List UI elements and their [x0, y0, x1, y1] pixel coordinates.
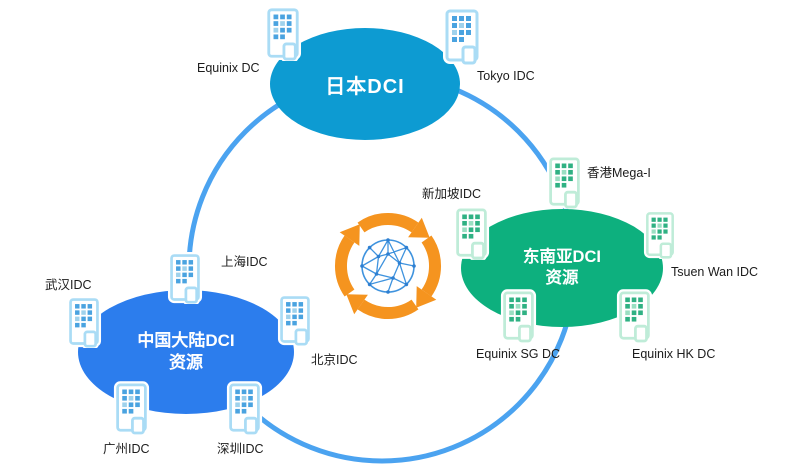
label-guangzhou-idc: 广州IDC: [103, 442, 150, 456]
cluster-sea-title-line1: 东南亚DCI: [523, 247, 601, 266]
label-wuhan-idc: 武汉IDC: [45, 278, 92, 292]
building-icon-tsuen-wan-idc: [643, 210, 677, 259]
center-interconnect-icon: [335, 213, 441, 319]
sync-cycle-arrows-icon: [335, 213, 441, 319]
cluster-china-title-line2: 资源: [169, 353, 203, 372]
network-globe-icon: [360, 238, 416, 294]
label-equinix-hk-dc: Equinix HK DC: [632, 347, 716, 361]
cluster-sea-dci: 东南亚DCI 资源: [461, 209, 663, 327]
building-icon-tokyo-idc: [442, 7, 482, 65]
label-shenzhen-idc: 深圳IDC: [217, 442, 264, 456]
label-beijing-idc: 北京IDC: [311, 353, 358, 367]
building-icon-shanghai-idc: [167, 252, 203, 304]
label-hongkong-mega: 香港Mega-I: [587, 166, 651, 180]
label-tsuen-wan-idc: Tsuen Wan IDC: [671, 265, 759, 279]
cluster-sea-title-line2: 资源: [545, 269, 579, 287]
building-icon-guangzhou-idc: [113, 381, 150, 435]
label-shanghai-idc: 上海IDC: [221, 255, 268, 269]
building-icon-shenzhen-idc: [226, 381, 263, 435]
label-singapore-idc: 新加坡IDC: [422, 187, 482, 201]
cluster-china-title-line1: 中国大陆DCI: [137, 330, 235, 350]
building-icon-equinix-hk-dc: [616, 289, 653, 343]
building-icon-beijing-idc: [277, 294, 313, 346]
cluster-japan-dci: 日本DCI: [270, 28, 460, 140]
building-icon-wuhan-idc: [66, 296, 102, 348]
label-equinix-dc: Equinix DC: [197, 61, 260, 75]
label-tokyo-idc: Tokyo IDC: [477, 69, 535, 83]
building-icon-equinix-sg-dc: [500, 289, 537, 343]
building-icon-singapore-idc: [453, 206, 490, 260]
cluster-japan-title: 日本DCI: [325, 75, 405, 98]
label-equinix-sg-dc: Equinix SG DC: [476, 347, 561, 361]
building-icon-hongkong-mega: [546, 155, 583, 209]
building-icon-equinix-dc: [264, 6, 302, 61]
